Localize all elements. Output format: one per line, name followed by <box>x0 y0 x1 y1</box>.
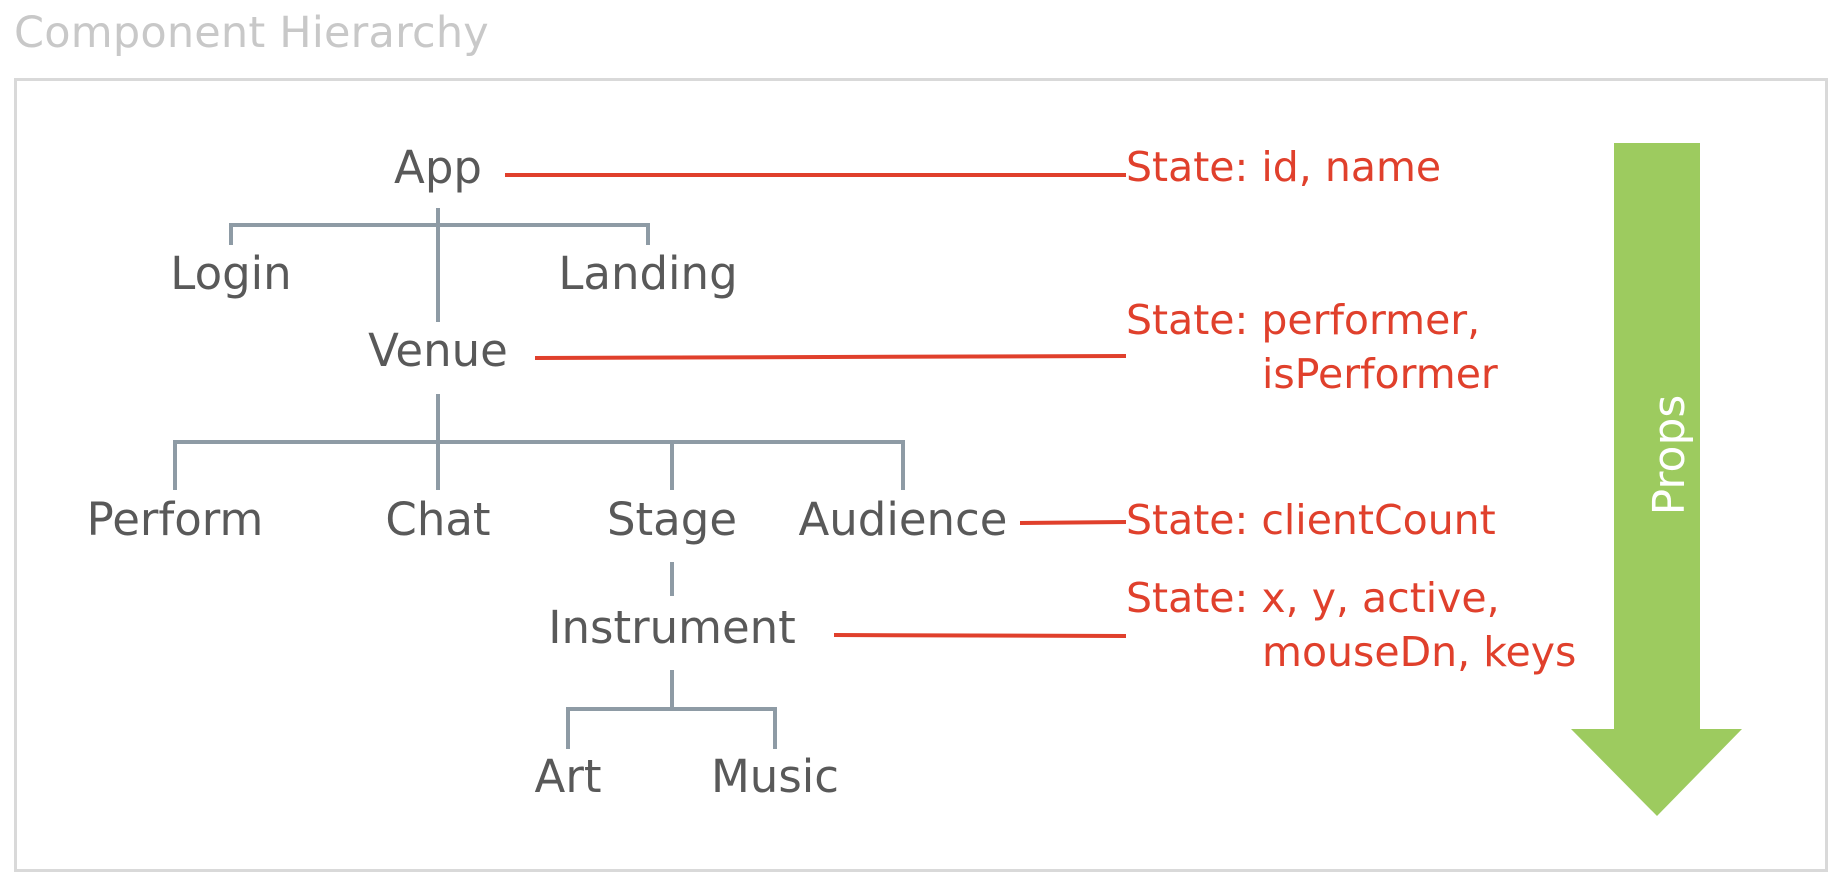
connector-art-music <box>566 707 777 749</box>
node-instrument: Instrument <box>548 601 796 654</box>
node-landing: Landing <box>558 247 737 300</box>
props-label: Props <box>1644 395 1695 516</box>
page-title: Component Hierarchy <box>14 8 489 58</box>
state-instrument-line-1: State: x, y, active, <box>1126 574 1500 622</box>
node-app: App <box>394 141 482 194</box>
state-line-instrument <box>833 633 1127 638</box>
state-venue-line-1: State: performer, <box>1126 296 1480 344</box>
props-arrow: Props <box>1571 143 1742 816</box>
node-chat: Chat <box>385 493 490 546</box>
node-venue: Venue <box>368 324 508 377</box>
state-instrument-line-2: mouseDn, keys <box>1262 628 1576 676</box>
node-art: Art <box>535 750 602 803</box>
tree-connectors <box>173 208 905 749</box>
connector-login-landing <box>229 223 650 245</box>
state-connectors <box>505 173 1127 638</box>
state-app-line-1: State: id, name <box>1126 143 1441 191</box>
diagram-frame <box>14 78 1828 872</box>
node-login: Login <box>170 247 291 300</box>
node-perform: Perform <box>87 493 264 546</box>
props-arrow-shape <box>1571 143 1742 816</box>
tree-nodes: App Login Landing Venue Perform Chat Sta… <box>87 141 1008 803</box>
connector-venue-children <box>173 440 905 490</box>
state-line-audience <box>1019 520 1127 525</box>
node-stage: Stage <box>607 493 737 546</box>
state-venue-line-2: isPerformer <box>1262 350 1498 398</box>
node-music: Music <box>711 750 839 803</box>
state-annotations: State: id, name State: performer, isPerf… <box>1126 143 1576 676</box>
state-audience-line-1: State: clientCount <box>1126 496 1496 544</box>
state-line-venue <box>534 354 1127 360</box>
node-audience: Audience <box>798 493 1007 546</box>
